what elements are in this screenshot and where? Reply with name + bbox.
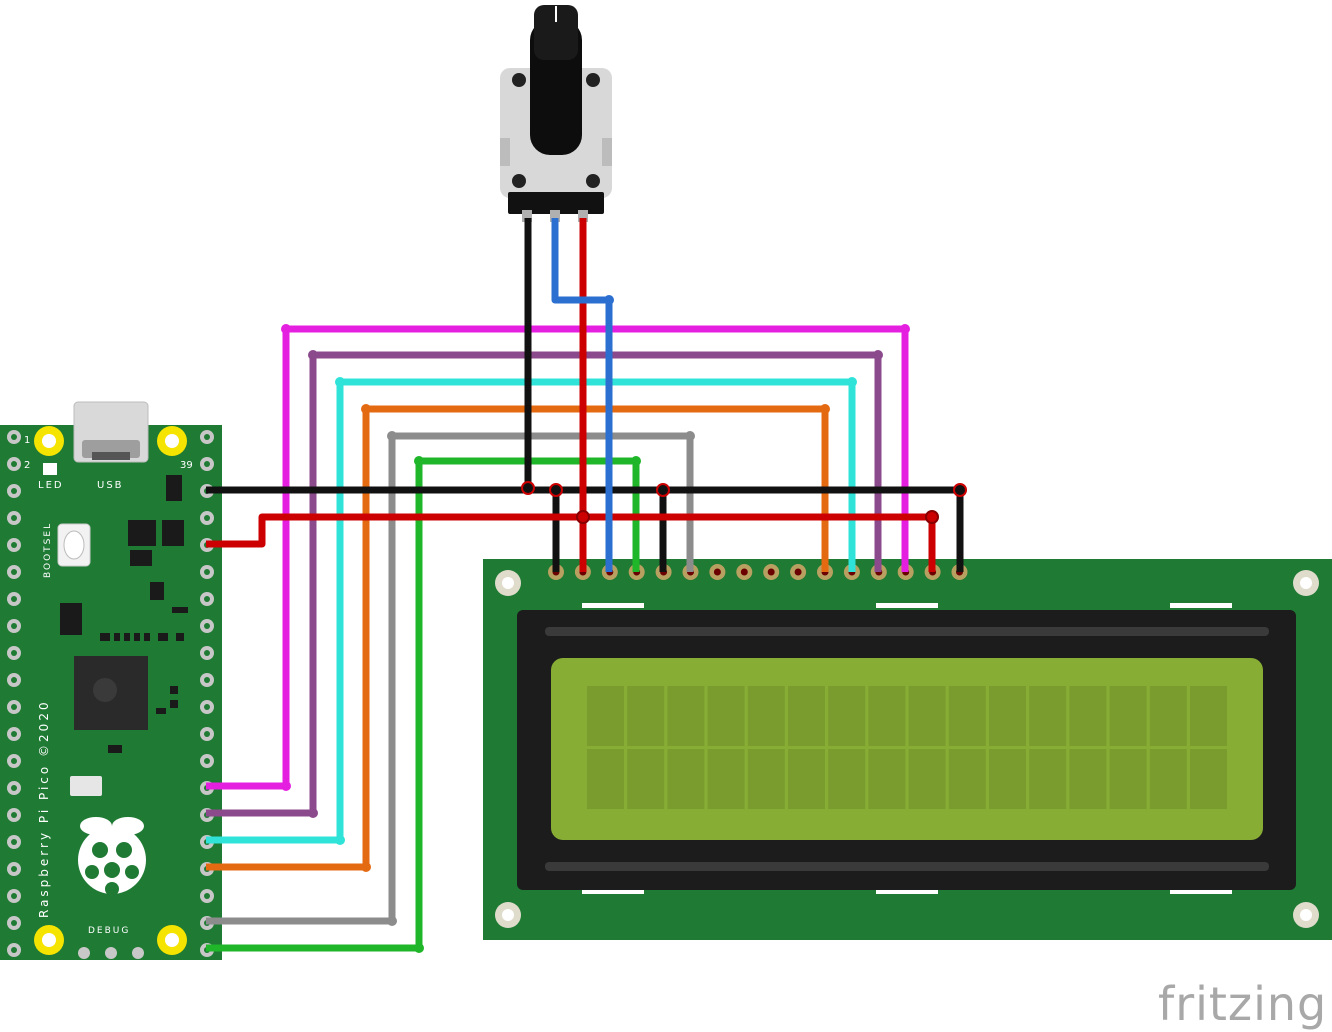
bootsel-button[interactable] — [57, 523, 91, 567]
lcd-character-cell — [788, 686, 825, 746]
lcd-character-cell — [627, 749, 665, 809]
lcd-character-cell — [828, 686, 866, 746]
chip — [166, 475, 182, 501]
resistor-row — [100, 633, 184, 641]
lcd-character-cell — [1029, 749, 1067, 809]
lcd-character-cell — [1069, 749, 1107, 809]
rp2040-chip — [74, 656, 148, 730]
potentiometer[interactable] — [500, 5, 612, 222]
debug-label: DEBUG — [88, 926, 130, 936]
wire-red-power[interactable] — [206, 513, 936, 572]
pico-left-pins — [7, 430, 21, 957]
lcd-character-grid — [587, 686, 1227, 809]
lcd-character-cell — [788, 749, 825, 809]
lcd-character-cell — [908, 686, 946, 746]
lcd-character-cell — [868, 686, 906, 746]
board-name-label: Raspberry Pi Pico ©2020 — [37, 699, 51, 918]
fritzing-logo: fritzing — [1158, 977, 1327, 1031]
chip — [60, 603, 82, 635]
debug-pin — [105, 947, 117, 959]
lcd-character-cell — [747, 686, 785, 746]
lcd-character-cell — [1109, 749, 1147, 809]
lcd-character-cell — [1190, 749, 1227, 809]
lcd-character-cell — [1069, 686, 1107, 746]
lcd-character-cell — [1149, 749, 1187, 809]
lcd-character-cell — [707, 749, 745, 809]
lcd-character-cell — [747, 749, 785, 809]
lcd-character-cell — [627, 686, 665, 746]
raspberry-pi-pico-board: 1 2 39 LED USB BOOTSEL Raspberry Pi Pico… — [0, 401, 222, 960]
usb-label: USB — [97, 480, 124, 491]
flash-chip — [70, 776, 102, 796]
lcd-character-cell — [868, 749, 906, 809]
chip — [130, 550, 152, 566]
bootsel-label: BOOTSEL — [43, 522, 53, 578]
lcd-16x2-module — [483, 559, 1332, 940]
debug-pin — [78, 947, 90, 959]
lcd-character-cell — [587, 749, 624, 809]
lcd-character-cell — [948, 686, 986, 746]
lcd-character-cell — [667, 749, 705, 809]
lcd-character-cell — [1149, 686, 1187, 746]
wire-blue-wiper[interactable] — [551, 218, 613, 572]
lcd-character-cell — [1190, 686, 1227, 746]
usb-connector — [73, 401, 149, 463]
lcd-character-cell — [908, 749, 946, 809]
led-label: LED — [38, 480, 64, 491]
chip — [150, 582, 164, 600]
pin-label-39: 39 — [180, 460, 193, 471]
led-indicator — [43, 463, 57, 475]
chip — [162, 520, 184, 546]
chip — [172, 607, 188, 613]
wire-joints — [281, 295, 967, 953]
lcd-character-cell — [828, 749, 866, 809]
lcd-character-cell — [707, 686, 745, 746]
chip — [128, 520, 156, 546]
pin-label-2: 2 — [24, 460, 30, 471]
lcd-character-cell — [989, 686, 1026, 746]
pin-label-1: 1 — [24, 435, 30, 446]
lcd-character-cell — [587, 686, 624, 746]
debug-pin — [132, 947, 144, 959]
lcd-character-cell — [1029, 686, 1067, 746]
lcd-character-cell — [948, 749, 986, 809]
lcd-character-cell — [989, 749, 1026, 809]
lcd-character-cell — [1109, 686, 1147, 746]
lcd-character-cell — [667, 686, 705, 746]
